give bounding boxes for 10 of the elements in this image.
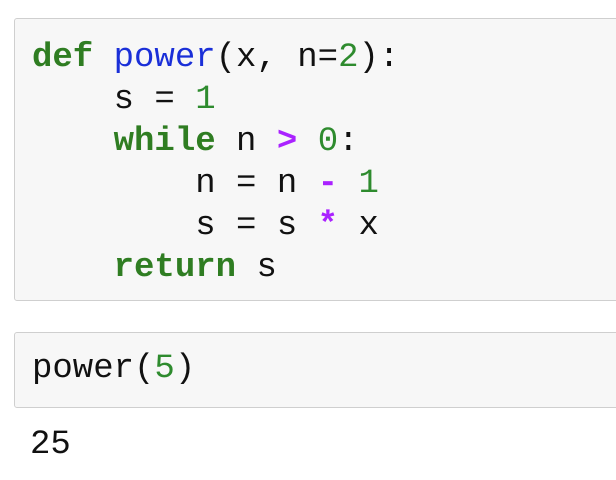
output-text: 25 <box>30 425 71 466</box>
code-line: while n > 0: <box>112 122 358 163</box>
code-cell <box>14 332 616 408</box>
code-line: power(5) <box>32 349 196 390</box>
code-line: n = n - 1 <box>194 164 379 205</box>
code-line: def power(x, n=2): <box>32 38 400 79</box>
code-line: s = 1 <box>112 80 216 121</box>
code-line: s = s * x <box>194 206 379 247</box>
code-line: return s <box>112 248 277 289</box>
code-cell <box>14 18 616 301</box>
